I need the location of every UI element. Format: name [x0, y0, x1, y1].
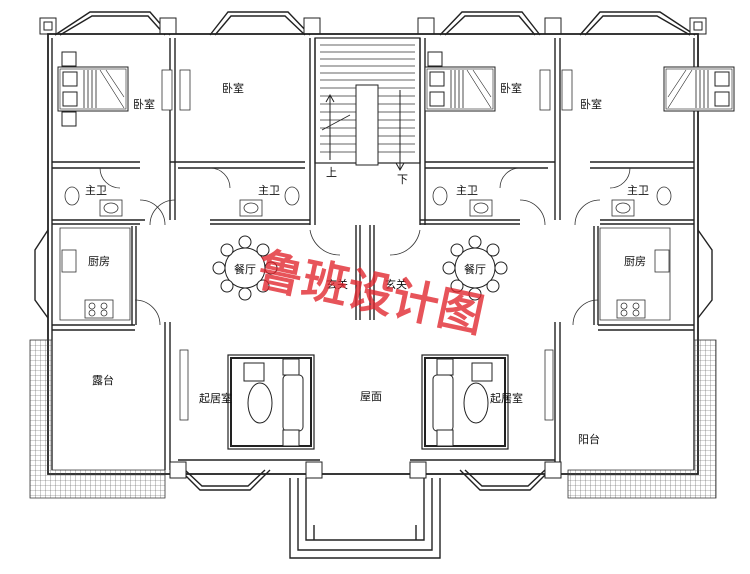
label-foyer-left: 玄关 [326, 277, 348, 291]
room-labels: 卧室 卧室 卧室 卧室 主卫 主卫 主卫 主卫 厨房 厨房 餐厅 餐厅 玄关 玄… [85, 81, 649, 446]
living-windows [179, 349, 554, 421]
label-dining-right: 餐厅 [464, 262, 486, 276]
bed-furniture [57, 51, 735, 127]
label-bath-4: 主卫 [627, 184, 649, 197]
label-balcony: 阳台 [578, 432, 600, 446]
label-living-left: 起居室 [199, 391, 232, 405]
entrance-steps [289, 478, 441, 559]
label-bedroom-2: 卧室 [222, 81, 244, 95]
label-bath-1: 主卫 [85, 184, 107, 197]
door-swings [99, 167, 631, 326]
label-bath-2: 主卫 [258, 184, 280, 197]
kitchen-counters [59, 227, 671, 321]
stair-up-label: 上 [326, 166, 337, 179]
label-bath-3: 主卫 [456, 184, 478, 197]
bath-fixtures [64, 186, 672, 217]
label-dining-left: 餐厅 [234, 262, 256, 276]
label-bedroom-1: 卧室 [133, 97, 155, 111]
label-living-right: 起居室 [490, 391, 523, 405]
staircase: 上 下 [314, 37, 421, 186]
wardrobes [161, 69, 573, 111]
label-terrace: 露台 [92, 373, 114, 387]
label-kitchen-left: 厨房 [88, 255, 110, 268]
stair-down-label: 下 [397, 173, 408, 186]
label-foyer-right: 玄关 [385, 277, 407, 291]
top-bay-windows [54, 11, 696, 36]
label-bedroom-3: 卧室 [500, 81, 522, 95]
corner-columns [39, 17, 707, 35]
label-roof: 屋面 [360, 390, 382, 403]
label-kitchen-right: 厨房 [624, 255, 646, 268]
terrace-hatch [29, 339, 717, 499]
bottom-bay-windows [169, 461, 562, 491]
label-bedroom-4: 卧室 [580, 97, 602, 111]
